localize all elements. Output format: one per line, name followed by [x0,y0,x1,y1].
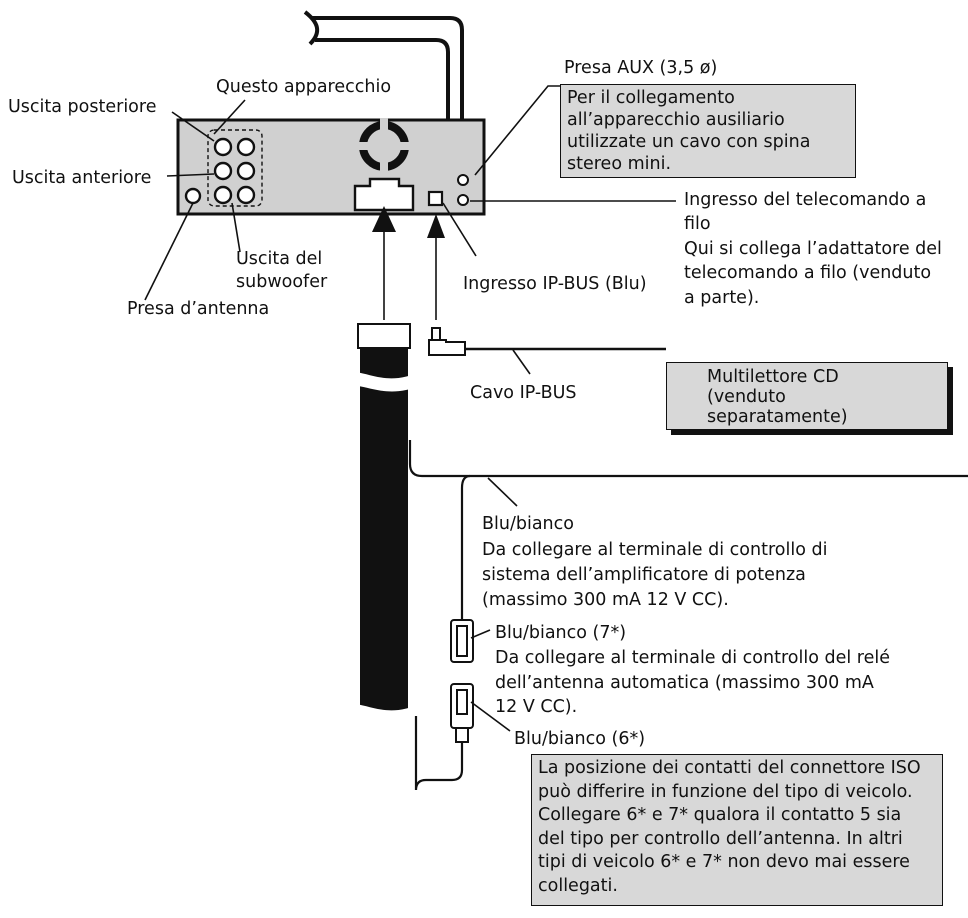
connector-7-icon [450,619,474,663]
iso-note-line: La posizione dei contatti del connettore… [538,758,921,778]
harness-wire-right [408,440,968,478]
iso-note-line: Collegare 6* e 7* qualora il contatto 5 … [538,805,902,826]
rca-jack-rear-left [213,137,233,157]
round-connector-icon [356,118,412,174]
label-uscita-anteriore: Uscita anteriore [12,168,151,188]
leader-aux [474,85,560,176]
harness-bundle [360,348,408,718]
leader-blu-bianco [487,477,518,507]
cd-changer-line: (venduto [707,387,786,407]
iso-note-line: può differire in funzione del tipo di ve… [538,781,913,802]
leader-posteriore [171,111,215,142]
iso-note-line: tipi di veicolo 6* e 7* non devo mai ess… [538,852,910,873]
leader-blu-bianco-7 [470,629,491,639]
blu-bianco-7-line: Blu/bianco (7*) [495,623,626,643]
label-presa-aux: Presa AUX (3,5 ø) [564,58,717,78]
label-uscita-subwoofer-2: subwoofer [236,272,328,292]
label-blu-bianco-7: Blu/bianco (7*) Da collegare al terminal… [495,623,890,717]
blue-white-return [414,716,464,791]
blu-bianco-line: Blu/bianco [482,514,574,534]
leader-questo [213,99,246,135]
leader-antenna [144,202,194,301]
leader-anteriore [166,173,215,177]
antenna-jack [184,187,202,205]
top-cable-inner [315,38,450,150]
cd-changer-box: Multilettore CD (venduto separatamente) [666,362,948,430]
leader-blu-bianco-6 [470,701,511,732]
aux-note-line: all’apparecchio ausiliario [567,110,785,130]
leader-cavo-ipbus [512,349,531,375]
blu-bianco-line: sistema dell’amplificatore di potenza [482,565,806,585]
telecomando-line: a parte). [684,288,759,308]
connector-6-icon [450,683,474,743]
arrow-iso [372,206,396,320]
rca-output-group [207,129,263,207]
iso-note-box: La posizione dei contatti del connettore… [531,754,943,906]
remote-jack [457,194,469,206]
aux-note-box: Per il collegamento all’apparecchio ausi… [560,84,856,178]
rca-jack-front-right [236,161,256,181]
harness-plug [357,323,411,349]
top-cable-outer [312,16,464,150]
leader-subwoofer [231,202,241,253]
blu-bianco-7-line: dell’antenna automatica (massimo 300 mA [495,673,874,693]
iso-note-line: collegati. [538,875,618,896]
aux-note-line: stereo mini. [567,154,672,174]
ipbus-socket [427,190,444,207]
label-telecomando: Ingresso del telecomando a filo Qui si c… [684,190,942,308]
telecomando-line: telecomando a filo (venduto [684,263,931,283]
label-uscita-posteriore: Uscita posteriore [8,97,156,117]
iso-socket [353,177,415,212]
telecomando-line: Qui si collega l’adattatore del [684,239,942,259]
label-ingresso-ipbus: Ingresso IP-BUS (Blu) [463,274,647,294]
aux-note-line: utilizzate un cavo con spina [567,132,811,152]
cd-changer-line: separatamente) [707,407,848,427]
rca-jack-sub-right [236,185,256,205]
telecomando-line: filo [684,214,711,234]
label-blu-bianco-6: Blu/bianco (6*) [514,729,645,749]
ipbus-plug-icon [428,327,466,356]
aux-note-line: Per il collegamento [567,88,735,108]
blu-bianco-7-line: 12 V CC). [495,697,577,717]
label-uscita-subwoofer-1: Uscita del [236,249,322,269]
telecomando-line: Ingresso del telecomando a [684,190,926,210]
blu-bianco-7-line: Da collegare al terminale di controllo d… [495,648,890,668]
rca-jacks [184,137,256,205]
label-presa-antenna: Presa d’antenna [127,299,269,319]
label-cavo-ipbus: Cavo IP-BUS [470,383,577,403]
rca-jack-front-left [213,161,233,181]
harness-break-bottom [342,702,424,724]
aux-jack [457,174,469,186]
rca-jack-sub-left [213,185,233,205]
harness-break-top [342,370,424,392]
arrow-ipbus [427,214,445,320]
label-questo-apparecchio: Questo apparecchio [216,77,391,97]
blu-bianco-line: (massimo 300 mA 12 V CC). [482,590,729,610]
cd-changer-line: Multilettore CD [707,367,839,387]
label-blu-bianco: Blu/bianco Da collegare al terminale di … [482,514,827,610]
blue-white-wire [460,474,471,640]
iso-note-line: del tipo per controllo dell’antenna. In … [538,828,903,849]
leader-ipbus [442,202,477,257]
top-cable-break [303,10,320,46]
rca-jack-rear-right [236,137,256,157]
blu-bianco-line: Da collegare al terminale di controllo d… [482,540,827,560]
